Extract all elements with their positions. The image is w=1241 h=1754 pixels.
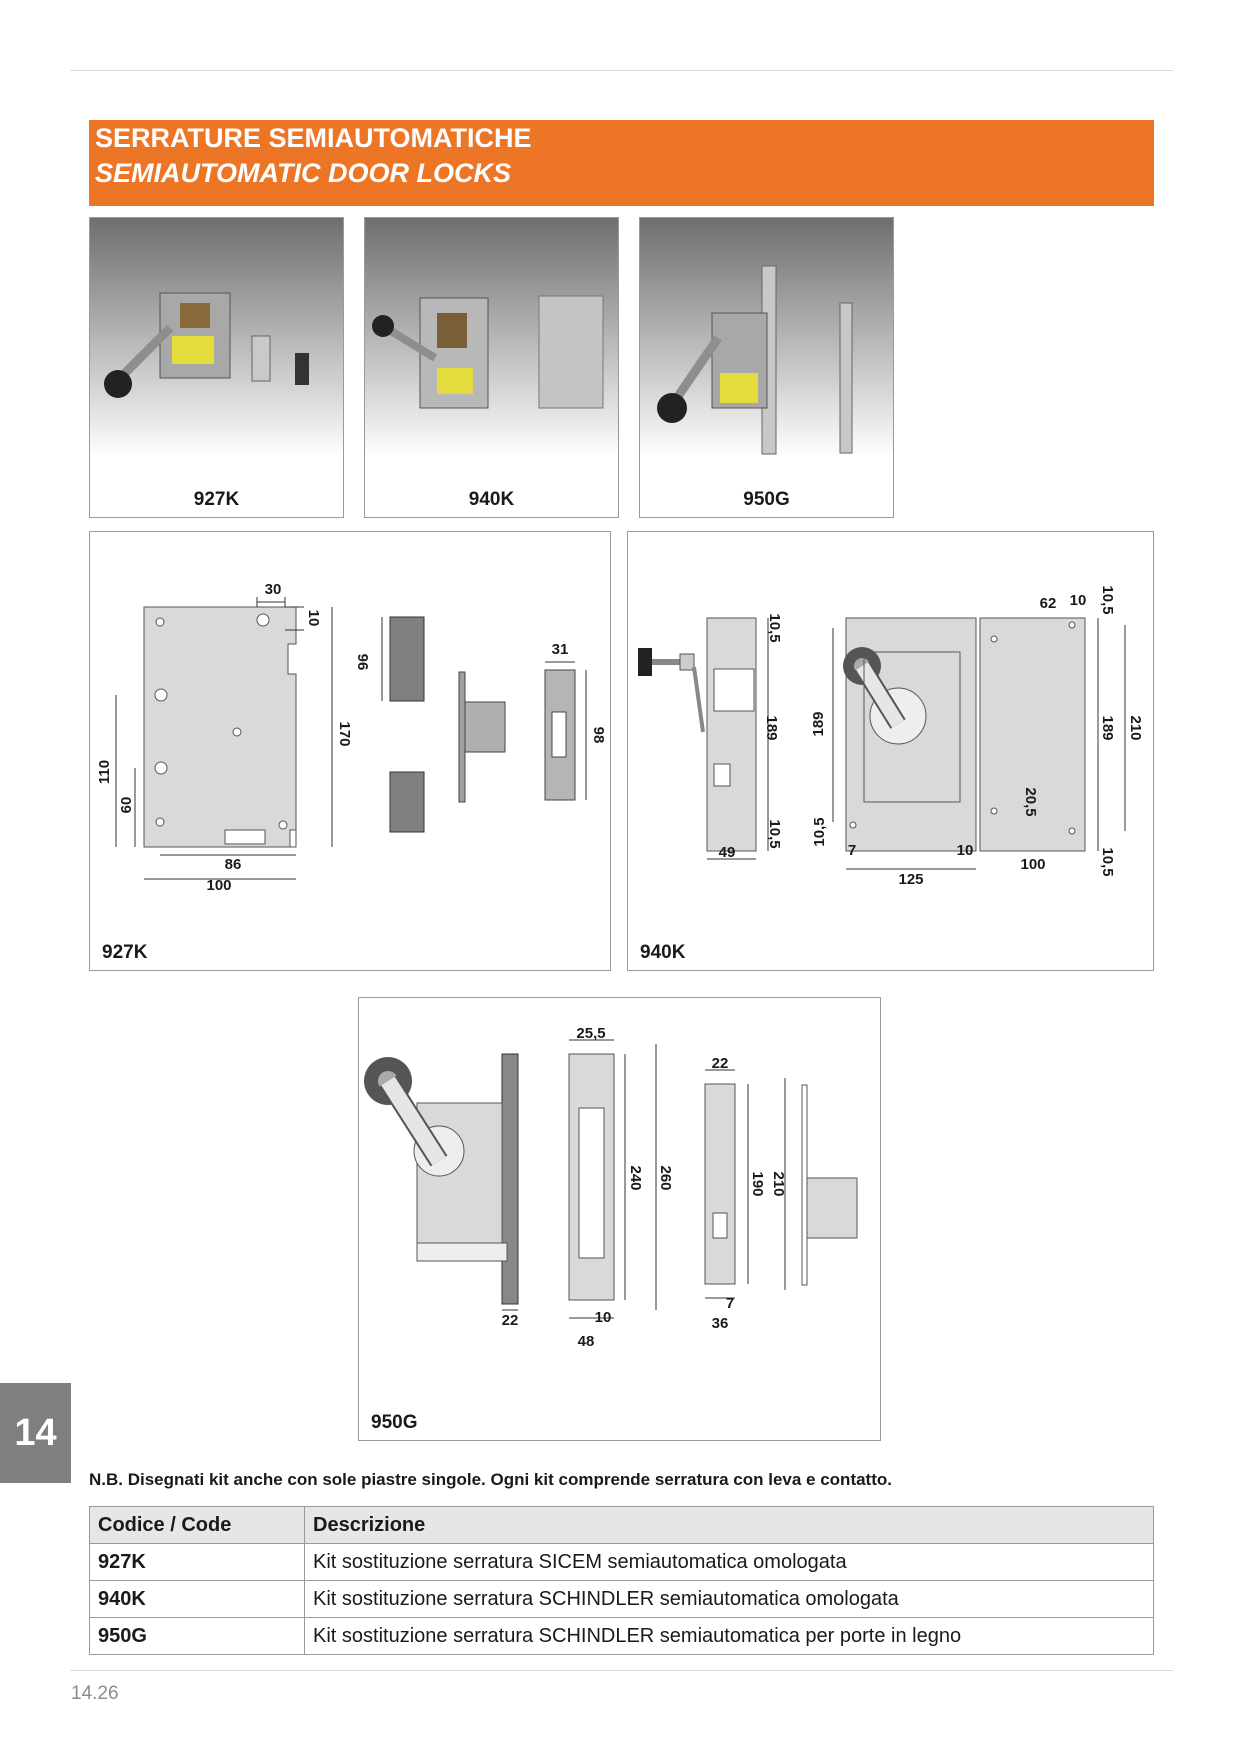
page-number: 14.26 xyxy=(71,1683,119,1704)
dim-label: 189 xyxy=(763,715,780,740)
dim-label: 10,5 xyxy=(811,817,828,846)
dim-label: 10 xyxy=(305,610,322,627)
column-header-description: Descrizione xyxy=(304,1506,1154,1544)
chapter-tab: 14 xyxy=(0,1383,71,1483)
dim-label: 10,5 xyxy=(1099,585,1116,614)
photo-caption: 927K xyxy=(193,489,240,510)
drawing-950g: 25,5 240 260 22 10 48 22 190 210 7 36 95… xyxy=(358,997,881,1441)
dim-label: 10,5 xyxy=(766,613,783,642)
dim-label: 190 xyxy=(749,1171,766,1196)
dim-label: 10 xyxy=(957,842,974,859)
table-row: 940K Kit sostituzione serratura SCHINDLE… xyxy=(89,1580,1154,1618)
photo-950g: 950G xyxy=(639,217,894,518)
cell-code: 940K xyxy=(89,1580,305,1618)
table-header-row: Codice / Code Descrizione xyxy=(89,1506,1154,1544)
dim-label: 60 xyxy=(118,797,135,814)
dim-label: 10 xyxy=(1070,592,1087,609)
section-title-italian: SERRATURE SEMIAUTOMATICHE xyxy=(95,123,532,153)
dim-label: 62 xyxy=(1040,595,1057,612)
note-text: N.B. Disegnati kit anche con sole piastr… xyxy=(89,1470,892,1489)
photo-940k: 940K xyxy=(364,217,619,518)
column-header-code: Codice / Code xyxy=(89,1506,305,1544)
dim-label: 10,5 xyxy=(1099,847,1116,876)
bottom-rule xyxy=(70,1670,1173,1671)
photo-caption: 940K xyxy=(468,489,515,510)
table-row: 927K Kit sostituzione serratura SICEM se… xyxy=(89,1543,1154,1581)
drawing-caption: 927K xyxy=(102,942,148,963)
dim-label: 49 xyxy=(719,844,736,861)
drawing-940k: 10,5 189 10,5 49 189 10,5 7 125 10 62 10… xyxy=(627,531,1154,971)
section-banner: SERRATURE SEMIAUTOMATICHE SEMIAUTOMATIC … xyxy=(89,120,1154,206)
dim-label: 260 xyxy=(657,1165,674,1190)
dim-label: 7 xyxy=(726,1295,734,1312)
dim-label: 189 xyxy=(810,711,827,736)
drawing-927k: 30 10 96 31 98 170 110 60 86 100 927K xyxy=(89,531,611,971)
lock-940k-diagram: 10,5 189 10,5 49 189 10,5 7 125 10 62 10… xyxy=(638,585,1144,888)
dim-label: 125 xyxy=(898,871,923,888)
table-row: 950G Kit sostituzione serratura SCHINDLE… xyxy=(89,1617,1154,1655)
dim-label: 170 xyxy=(336,721,353,746)
cell-code: 950G xyxy=(89,1617,305,1655)
cell-code: 927K xyxy=(89,1543,305,1581)
lock-950g-image xyxy=(657,265,853,455)
cell-description: Kit sostituzione serratura SCHINDLER sem… xyxy=(304,1617,1154,1655)
dim-label: 96 xyxy=(354,654,371,671)
dim-label: 86 xyxy=(225,856,242,873)
dim-label: 22 xyxy=(502,1312,519,1329)
dim-label: 189 xyxy=(1099,715,1116,740)
dim-label: 10,5 xyxy=(766,819,783,848)
dim-label: 98 xyxy=(590,727,607,744)
dim-label: 210 xyxy=(1127,715,1144,740)
section-title-english: SEMIAUTOMATIC DOOR LOCKS xyxy=(95,158,511,188)
dim-label: 100 xyxy=(206,877,231,894)
top-rule xyxy=(70,70,1173,71)
lock-940k-image xyxy=(372,295,604,409)
dim-label: 7 xyxy=(848,842,856,859)
lock-927k-image xyxy=(104,292,309,398)
lock-950g-diagram: 25,5 240 260 22 10 48 22 190 210 7 36 xyxy=(364,1025,858,1350)
dim-label: 110 xyxy=(96,760,113,784)
drawing-caption: 940K xyxy=(640,942,686,963)
dim-label: 10 xyxy=(595,1309,612,1326)
dim-label: 240 xyxy=(627,1165,644,1190)
dim-label: 210 xyxy=(770,1171,787,1196)
dim-label: 25,5 xyxy=(576,1025,605,1042)
photo-caption: 950G xyxy=(743,489,790,510)
dim-label: 48 xyxy=(578,1333,595,1350)
cell-description: Kit sostituzione serratura SCHINDLER sem… xyxy=(304,1580,1154,1618)
dim-label: 36 xyxy=(712,1315,729,1332)
dim-label: 30 xyxy=(265,581,282,598)
dim-label: 20,5 xyxy=(1022,787,1039,816)
cell-description: Kit sostituzione serratura SICEM semiaut… xyxy=(304,1543,1154,1581)
photo-927k: 927K xyxy=(89,217,344,518)
lock-927k-diagram: 30 10 96 31 98 170 110 60 86 100 xyxy=(96,581,607,894)
product-table: Codice / Code Descrizione 927K Kit sosti… xyxy=(89,1506,1154,1655)
dim-label: 100 xyxy=(1020,856,1045,873)
dim-label: 31 xyxy=(552,641,569,658)
drawing-caption: 950G xyxy=(371,1412,418,1433)
dim-label: 22 xyxy=(712,1055,729,1072)
